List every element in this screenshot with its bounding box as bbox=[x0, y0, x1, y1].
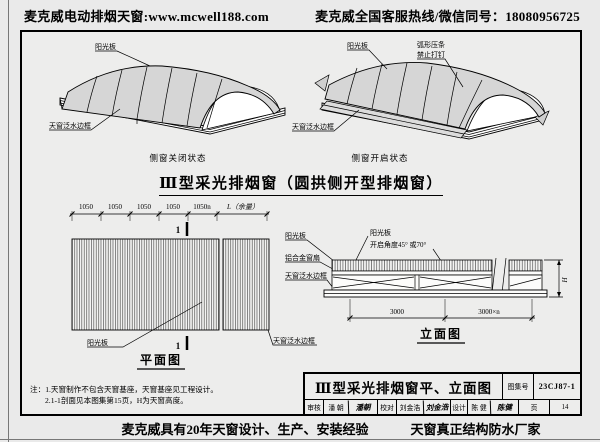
plan-dim: 1050 bbox=[137, 203, 152, 211]
plan-dim: 1050n bbox=[193, 203, 211, 211]
page-number: 14 bbox=[549, 400, 580, 414]
plan-dim: 1050 bbox=[79, 203, 94, 211]
roof-panel-closed bbox=[61, 65, 281, 129]
design-signature: 陈健 bbox=[489, 399, 519, 415]
design-name: 陈 健 bbox=[467, 400, 490, 414]
check-name: 刘金浩 bbox=[396, 400, 423, 414]
plan-panel-main bbox=[71, 238, 220, 331]
iso-open-drawing: 阳光板 弧形压条 禁止打钉 天窗泛水边框 bbox=[292, 40, 550, 140]
title-block: Ⅲ型采光排烟窗平、立面图 图集号 23CJ87-1 审核 潘 朝 潘朝 校对 刘… bbox=[303, 372, 582, 416]
elevation-dim: 3000 bbox=[390, 308, 405, 316]
note-line-2: 2.1-1剖面见本图集第15页，H为天窗高度。 bbox=[45, 396, 188, 405]
caption-closed-state: 侧窗关闭状态 bbox=[149, 153, 207, 163]
roof-panel-open bbox=[324, 62, 546, 130]
label-sunlight-panel: 阳光板 bbox=[347, 41, 368, 50]
elevation-dim: 3000×n bbox=[478, 308, 500, 316]
page-header: 麦克威电动排烟天窗:www.mcwell188.com 麦克威全国客服热线/微信… bbox=[24, 6, 580, 25]
notes-prefix: 注： bbox=[30, 385, 46, 394]
footer-slogan-left: 麦克威具有20年天窗设计、生产、安装经验 bbox=[121, 422, 369, 437]
plan-dim: 1050 bbox=[108, 203, 123, 211]
section-mark-bottom: 1 bbox=[176, 341, 181, 351]
elevation-view: 阳光板 铝合金窗扇 天窗泛水边框 阳光板 开启角度45° 或70° bbox=[285, 228, 569, 344]
label-aluminum-sash: 铝合金窗扇 bbox=[285, 253, 320, 262]
label-sunlight-panel: 阳光板 bbox=[370, 228, 391, 237]
label-no-nailing: 禁止打钉 bbox=[417, 50, 445, 59]
title-block-row-1: Ⅲ型采光排烟窗平、立面图 图集号 23CJ87-1 bbox=[305, 374, 580, 399]
label-flashing-frame: 天窗泛水边框 bbox=[292, 122, 334, 131]
label-flashing-frame: 天窗泛水边框 bbox=[285, 271, 327, 280]
note-line-1: 1.天窗制作不包含天窗基座，天窗基座见工程设计。 bbox=[45, 385, 218, 394]
plan-caption: 平面图 bbox=[140, 353, 182, 367]
drawing-frame: 阳光板 天窗泛水边框 侧窗关闭状态 阳光板 bbox=[20, 30, 582, 416]
label-arc-batten: 弧形压条 bbox=[417, 40, 445, 49]
plan-panel-remainder bbox=[222, 238, 270, 331]
label-flashing-frame: 天窗泛水边框 bbox=[49, 121, 91, 130]
check-signature: 刘金浩 bbox=[422, 399, 451, 415]
title-block-title: Ⅲ型采光排烟窗平、立面图 bbox=[315, 380, 492, 396]
header-site: 麦克威电动排烟天窗:www.mcwell188.com bbox=[24, 9, 269, 24]
elevation-caption: 立面图 bbox=[420, 326, 462, 341]
label-sunlight-panel: 阳光板 bbox=[285, 231, 306, 240]
elevation-height-symbol: H bbox=[561, 277, 569, 284]
sheet-edge-bottom bbox=[0, 439, 600, 440]
drawing-main-title: Ⅲ型采光排烟窗（圆拱侧开型排烟窗） bbox=[22, 172, 580, 196]
label-sunlight-panel: 阳光板 bbox=[95, 42, 116, 51]
iso-closed-drawing: 阳光板 天窗泛水边框 bbox=[49, 42, 286, 135]
label-open-angle: 开启角度45° 或70° bbox=[370, 240, 427, 249]
page-label: 页 bbox=[518, 400, 549, 414]
title-block-row-2: 审核 潘 朝 潘朝 校对 刘金浩 刘金浩 设计 陈 健 陈健 页 14 bbox=[305, 399, 580, 415]
header-hotline: 麦克威全国客服热线/微信同号：18080956725 bbox=[315, 9, 580, 24]
notes: 注：1.天窗制作不包含天窗基座，天窗基座见工程设计。 2.1-1剖面见本图集第1… bbox=[30, 384, 218, 406]
footer-slogan-right: 天窗真正结构防水厂家 bbox=[410, 422, 541, 437]
plan-dim-remainder: L（余量） bbox=[226, 203, 259, 211]
section-mark-top: 1 bbox=[176, 225, 181, 235]
review-name: 潘 朝 bbox=[323, 400, 348, 414]
plan-view: 1050 1050 1050 1050 1050n L（余量） 1 1 阳光板 … bbox=[69, 203, 317, 370]
atlas-no-label: 图集号 bbox=[502, 374, 533, 399]
review-label: 审核 bbox=[307, 405, 321, 412]
review-signature: 潘朝 bbox=[347, 399, 378, 415]
caption-open-state: 侧窗开启状态 bbox=[351, 153, 409, 163]
atlas-no-value: 23CJ87-1 bbox=[533, 374, 580, 399]
label-sunlight-panel: 阳光板 bbox=[87, 338, 108, 347]
design-label: 设计 bbox=[450, 400, 467, 414]
plan-dim: 1050 bbox=[166, 203, 181, 211]
sheet-edge-left bbox=[8, 0, 9, 442]
check-label: 校对 bbox=[377, 400, 396, 414]
label-flashing-frame: 天窗泛水边框 bbox=[273, 336, 315, 345]
